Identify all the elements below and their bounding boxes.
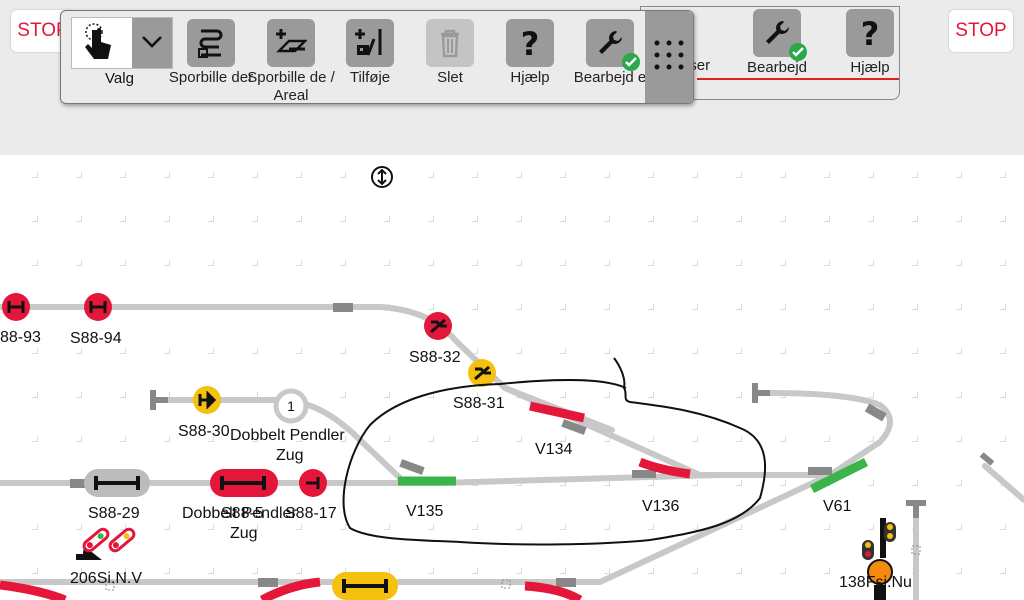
sensor-s88-30[interactable]: [193, 386, 221, 414]
sensor-s88-31[interactable]: [468, 359, 496, 387]
select-mode-label: Valg: [105, 70, 134, 87]
freehand-annotation: [342, 357, 767, 546]
tool-add-label: Tilføje: [349, 69, 391, 86]
label-dobbelt-pendler-1: Dobbelt Pendler: [230, 427, 345, 444]
chevron-down-icon: [142, 36, 162, 48]
help-icon: ?: [506, 19, 554, 67]
label-dobbelt-pendler-1-zug: Zug: [276, 447, 304, 464]
block-bottom-yellow[interactable]: [332, 572, 398, 600]
occupied-segment: [524, 581, 583, 600]
svg-text:?: ?: [861, 17, 880, 49]
tool-add[interactable]: Tilføje: [323, 19, 417, 87]
track-area-icon: [267, 19, 315, 67]
block-dobbelt-pendler[interactable]: [210, 469, 278, 497]
occupied-segment: [0, 580, 67, 600]
tool-edit[interactable]: Bearbejd e: [563, 19, 657, 87]
signal-138[interactable]: [862, 518, 896, 600]
tool-help-label: Hjælp: [510, 69, 550, 86]
switch-v136[interactable]: [638, 457, 691, 479]
label-dobbelt-pendler-2-zug: Zug: [230, 525, 258, 542]
label-signal-206: 206Si.N.V: [70, 570, 142, 587]
label-v135: V135: [406, 503, 443, 520]
divider-line: [697, 78, 899, 80]
bg-tool-bearbejd-label: Bearbejd: [746, 59, 808, 76]
switch-v134[interactable]: [529, 401, 585, 423]
contact-marker: [501, 579, 511, 589]
select-dropdown-button[interactable]: [132, 18, 172, 68]
occupied-segment: [259, 577, 321, 600]
pointer-hand-icon: [85, 23, 111, 59]
label-s88-17: S88-17: [285, 505, 337, 522]
sensor-s88-94[interactable]: [84, 293, 112, 321]
contact-marker: [105, 581, 115, 591]
check-icon: [622, 53, 640, 71]
switch-v61[interactable]: [809, 457, 869, 494]
add-accessory-icon: [346, 19, 394, 67]
tool-delete-label: Slet: [437, 69, 463, 86]
svg-text:?: ?: [521, 27, 540, 59]
block-number: 1: [287, 398, 295, 414]
edit-toolbar: Valg Sporbille der Sporbille de / Areal …: [60, 10, 694, 104]
buffer-stops: [70, 303, 995, 587]
grid-dots-icon: [654, 40, 684, 70]
label-s88-30: S88-30: [178, 423, 230, 440]
label-v134: V134: [535, 441, 572, 458]
select-mode-button[interactable]: [71, 17, 173, 69]
help-icon: ?: [846, 9, 894, 57]
signal-206[interactable]: [76, 527, 136, 560]
toolbar-grip[interactable]: [645, 11, 693, 103]
track-network: [0, 304, 1024, 600]
stop-button-right[interactable]: STOP: [949, 10, 1013, 52]
label-s88-93: 88-93: [0, 329, 41, 346]
label-s88-29: S88-29: [88, 505, 140, 522]
trash-icon: [426, 19, 474, 67]
grid-background: [0, 159, 1018, 600]
label-s88-94: S88-94: [70, 330, 122, 347]
tool-delete[interactable]: Slet: [403, 19, 497, 87]
label-s88-5: S88-5: [221, 505, 264, 522]
label-s88-31: S88-31: [453, 395, 505, 412]
sensor-s88-93[interactable]: [2, 293, 30, 321]
bg-tool-help[interactable]: ? Hjælp: [823, 9, 917, 77]
tool-track-pieces[interactable]: Sporbille der: [164, 19, 258, 87]
tool-help[interactable]: ? Hjælp: [483, 19, 577, 87]
tool-track-pieces-label: Sporbille der: [168, 69, 254, 86]
wrench-icon: [753, 9, 807, 61]
tool-edit-label: Bearbejd e: [573, 69, 647, 86]
label-v61: V61: [823, 498, 852, 515]
tool-track-area-label: Sporbille de / Areal: [247, 69, 335, 104]
label-signal-138: 138Fsi.Nu: [839, 574, 912, 591]
sensor-s88-32[interactable]: [424, 312, 452, 340]
block-s88-29[interactable]: [84, 469, 150, 497]
sensor-s88-17[interactable]: [299, 469, 327, 497]
track-pieces-icon: [187, 19, 235, 67]
bg-tool-help-label: Hjælp: [850, 59, 890, 76]
wrench-icon: [586, 19, 640, 71]
scroll-indicator-icon[interactable]: [371, 166, 393, 188]
label-v136: V136: [642, 498, 679, 515]
label-s88-32: S88-32: [409, 349, 461, 366]
block-number-badge: [273, 388, 309, 424]
label-dobbelt-pendler-2: Dobbelt Pendler: [182, 505, 297, 522]
contact-marker: [911, 545, 921, 555]
bg-tool-bearbejd[interactable]: Bearbejd: [730, 9, 824, 77]
tool-track-area[interactable]: Sporbille de / Areal: [244, 19, 338, 105]
check-icon: [789, 43, 807, 61]
